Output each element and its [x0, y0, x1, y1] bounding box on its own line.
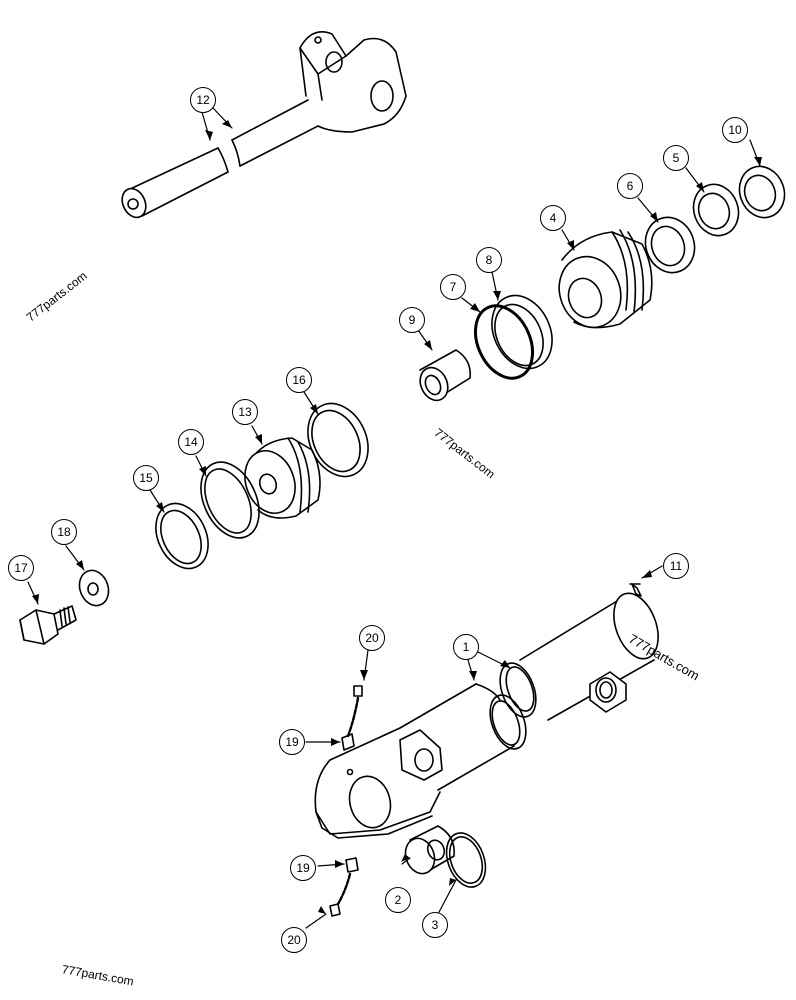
callout-16[interactable]: 16: [286, 367, 312, 393]
callout-20-upper[interactable]: 20: [359, 625, 385, 651]
rod-with-clevis: [121, 31, 407, 219]
ring-8: [491, 294, 553, 370]
callout-18[interactable]: 18: [51, 519, 77, 545]
barrel-front: [314, 683, 527, 839]
callout-3[interactable]: 3: [422, 912, 448, 938]
callout-2[interactable]: 2: [385, 887, 411, 913]
ring-15: [155, 502, 209, 570]
bushing-9: [419, 349, 472, 402]
snap-ring-3: [445, 832, 487, 888]
callout-19-lower[interactable]: 19: [290, 855, 316, 881]
callout-1[interactable]: 1: [453, 634, 479, 660]
leader-arrowheads: [32, 120, 762, 914]
grease-fitting-upper: [341, 685, 363, 776]
callout-17[interactable]: 17: [8, 555, 34, 581]
callout-10[interactable]: 10: [722, 117, 748, 143]
callout-7[interactable]: 7: [440, 274, 466, 300]
callout-13[interactable]: 13: [232, 399, 258, 425]
callout-4[interactable]: 4: [540, 205, 566, 231]
callout-8[interactable]: 8: [476, 247, 502, 273]
leader-lines: [27, 107, 761, 929]
callout-14[interactable]: 14: [178, 429, 204, 455]
piston-13: [244, 437, 321, 519]
gland-4: [558, 229, 653, 329]
ring-6: [644, 216, 696, 274]
ring-5: [692, 183, 740, 237]
oring-7: [473, 304, 535, 380]
callout-6[interactable]: 6: [617, 173, 643, 199]
callout-20-lower[interactable]: 20: [281, 927, 307, 953]
callout-11[interactable]: 11: [663, 553, 689, 579]
seal-10: [738, 165, 786, 219]
callout-9[interactable]: 9: [399, 307, 425, 333]
fitting-11: [629, 583, 642, 597]
callout-19-upper[interactable]: 19: [279, 729, 305, 755]
callout-12[interactable]: 12: [190, 87, 216, 113]
ring-14: [200, 461, 260, 539]
bolt-17: [19, 605, 77, 645]
washer-18: [78, 569, 110, 607]
callout-5[interactable]: 5: [663, 145, 689, 171]
callout-15[interactable]: 15: [133, 465, 159, 491]
grease-fitting-lower: [329, 857, 359, 917]
barrel-rear: [499, 592, 659, 721]
